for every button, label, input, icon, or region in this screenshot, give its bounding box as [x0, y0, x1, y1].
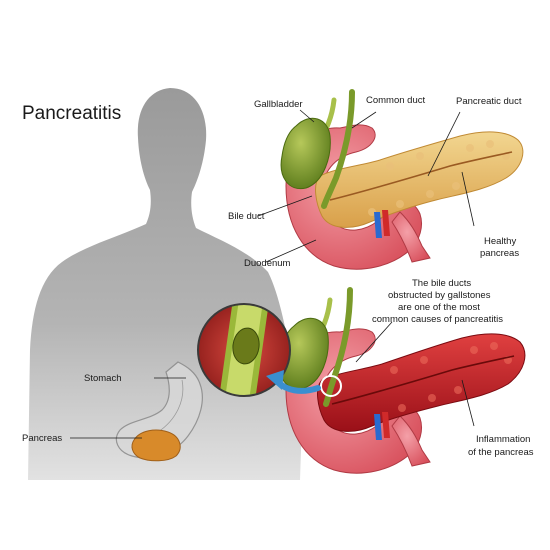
- label-obstruction-2: obstructed by gallstones: [388, 290, 491, 301]
- zoom-arrow: [266, 370, 321, 394]
- obstruction-marker: [320, 375, 342, 397]
- label-healthy-pancreas: pancreas: [480, 248, 519, 259]
- page-title: Pancreatitis: [22, 103, 121, 124]
- label-stomach: Stomach: [84, 373, 122, 384]
- label-obstruction-4: common causes of pancreatitis: [372, 314, 503, 325]
- label-obstruction-3: are one of the most: [398, 302, 480, 313]
- zoom-detail: [197, 303, 291, 397]
- inflamed-anatomy: [278, 287, 526, 474]
- label-inflammation: Inflammation: [476, 434, 530, 445]
- label-gallbladder: Gallbladder: [254, 99, 303, 110]
- pancreas-small-illustration: [131, 429, 181, 462]
- healthy-anatomy: [280, 89, 524, 270]
- label-inflammation-pancreas: of the pancreas: [468, 447, 534, 458]
- label-pancreatic-duct: Pancreatic duct: [456, 96, 522, 107]
- label-duodenum: Duodenum: [244, 258, 291, 269]
- label-healthy: Healthy: [484, 236, 516, 247]
- label-common-duct: Common duct: [366, 95, 425, 106]
- label-pancreas: Pancreas: [22, 433, 62, 444]
- stomach-illustration: [115, 361, 203, 459]
- label-obstruction-1: The bile ducts: [412, 278, 471, 289]
- label-bile-duct: Bile duct: [228, 211, 265, 222]
- leader-lines: [70, 109, 475, 439]
